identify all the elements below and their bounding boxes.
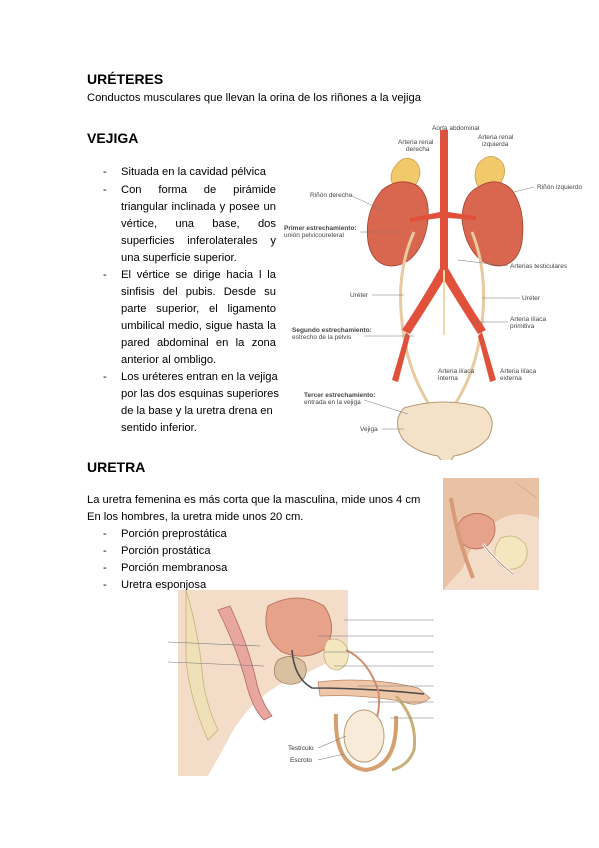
vejiga-bullet-3-line: pared abdominal en la zona: [121, 337, 276, 349]
vejiga-bullet-2-line: Con forma de pirámide: [121, 184, 276, 196]
vejiga-heading: VEJIGA: [87, 130, 139, 146]
ureteres-heading: URÉTERES: [87, 71, 164, 87]
vejiga-bullet-2-line: superficies inferolaterales y: [121, 235, 276, 247]
label-tercer-estrechamiento: entrada en la vejiga: [304, 399, 361, 406]
vejiga-bullet-4-line: sentido inferior.: [121, 422, 197, 434]
right-adrenal-gland: [390, 157, 421, 190]
label-testiculares: Arterias testiculares: [510, 263, 568, 270]
label-renal-izquierda: Arteria renal: [478, 134, 514, 141]
uretra-item: Porción preprostática: [121, 528, 227, 540]
vejiga-bullet-2-line: una superficie superior.: [121, 252, 237, 264]
bullet-marker: -: [103, 562, 107, 574]
label-renal-izquierda: izquierda: [482, 141, 509, 148]
label-iliaca-externa: Arteria ilíaca: [500, 368, 537, 375]
right-kidney: [366, 181, 429, 267]
label-escroto: Escroto: [290, 757, 312, 764]
label-testiculo: Testículo: [288, 745, 314, 752]
vejiga-bullet-3-line: sinfisis del pubis. Desde su: [121, 286, 276, 298]
iliac-arteries: [402, 268, 486, 334]
label-renal-derecha: derecha: [406, 146, 430, 153]
label-iliaca-interna: Arteria ilíaca: [438, 368, 475, 375]
vejiga-bullet-3-line: umbilical medio, sigue hasta la: [121, 320, 276, 332]
vejiga-bullet-4-line: de la base y la uretra drena en: [121, 405, 273, 417]
uretra-heading: URETRA: [87, 459, 146, 475]
uretra-line-2: En los hombres, la uretra mide unos 20 c…: [87, 511, 304, 523]
label-renal-derecha: Arteria renal: [398, 139, 434, 146]
bladder: [397, 401, 493, 460]
label-segundo-estrechamiento: Segundo estrechamiento:: [292, 327, 372, 334]
label-iliaca-interna: interna: [438, 375, 458, 382]
label-primer-estrechamiento: unión pelvicoureteral: [284, 232, 345, 239]
vejiga-bullet-2-line: vértice, una base, dos: [121, 218, 276, 230]
female-pelvis-figure: [443, 478, 539, 590]
uretra-item: Porción prostática: [121, 545, 211, 557]
uretra-item: Porción membranosa: [121, 562, 228, 574]
uretra-item: Uretra esponjosa: [121, 579, 207, 591]
label-ureter-right: Uréter: [350, 292, 369, 299]
uretra-line-1: La uretra femenina es más corta que la m…: [87, 494, 421, 506]
renal-arteries: [410, 212, 476, 222]
vejiga-bullet-2-line: triangular inclinada y posee un: [121, 201, 276, 213]
bullet-marker: -: [103, 269, 107, 281]
scrotum: [333, 713, 399, 773]
bullet-marker: -: [103, 579, 107, 591]
label-ureter-left: Uréter: [522, 295, 541, 302]
label-tercer-estrechamiento: Tercer estrechamiento:: [304, 392, 375, 399]
male-urethra: [291, 649, 425, 695]
pubic-bone: [494, 535, 528, 570]
bullet-marker: -: [103, 184, 107, 196]
vejiga-bullet-3-line: parte superior, el ligamento: [121, 303, 276, 315]
rectum: [217, 605, 273, 721]
pubic-symphysis: [323, 638, 349, 671]
vejiga-bullet-3-line: El vértice se dirige hacia l la: [121, 269, 276, 281]
vejiga-bullet-4-line: Los uréteres entran en la vejiga: [121, 371, 278, 383]
vejiga-bullet-1: Situada en la cavidad pélvica: [121, 166, 266, 178]
abdominal-aorta: [440, 130, 448, 270]
label-rinon-izquierdo: Riñón izquierdo: [537, 184, 583, 191]
label-iliaca-primitiva: Arteria ilíaca: [510, 316, 547, 323]
vejiga-bullet-4-line: por las dos esquinas superiores: [121, 388, 279, 400]
label-rinon-derecho: Riñón derecho: [310, 192, 353, 199]
bullet-marker: -: [103, 528, 107, 540]
label-segundo-estrechamiento: estrecho de la pelvis: [292, 334, 352, 341]
ureteres-description: Conductos musculares que llevan la orina…: [87, 92, 421, 104]
label-vejiga: Vejiga: [360, 426, 378, 433]
testis: [343, 709, 385, 763]
bullet-marker: -: [103, 166, 107, 178]
bullet-marker: -: [103, 371, 107, 383]
label-aorta: Aorta abdominal: [432, 125, 480, 132]
sacrum: [185, 590, 219, 741]
male-pelvis-figure: Testículo Escroto: [168, 590, 438, 776]
label-iliaca-externa: externa: [500, 375, 522, 382]
bullet-marker: -: [103, 545, 107, 557]
vejiga-bullet-3-line: anterior al ombligo.: [121, 354, 217, 366]
prostate: [274, 656, 307, 685]
label-iliaca-primitiva: primitiva: [510, 323, 535, 330]
urinary-tract-figure: Aorta abdominal Arteria renal derecha Ar…: [282, 120, 588, 460]
label-primer-estrechamiento: Primer estrechamiento:: [284, 225, 357, 232]
